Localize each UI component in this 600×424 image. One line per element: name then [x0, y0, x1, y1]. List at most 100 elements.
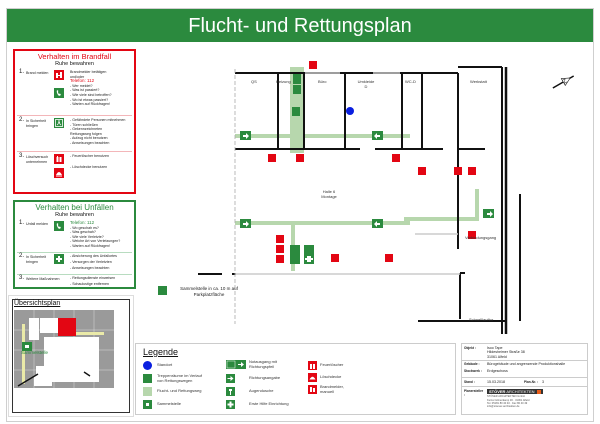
overview-map-panel: Übersichtsplan Sammelstelle — [8, 295, 134, 417]
divider — [17, 252, 132, 253]
plan-assembly-point-icon — [158, 286, 167, 295]
fire-extinguisher-icon — [54, 154, 64, 164]
legend-title: Legende — [143, 347, 179, 357]
step-line: - Wo geschah es? — [70, 225, 99, 230]
standort-icon — [143, 361, 152, 370]
step-line: - Löschdecke benutzen — [70, 164, 108, 169]
stockwerk-label: Stockwerk : — [464, 369, 482, 373]
step-label: In Sicherheit bringen — [26, 119, 46, 128]
escape-route-icon — [143, 387, 152, 396]
legend: Legende Standort Treppenräume im Verlauf… — [135, 343, 456, 415]
legend-notausgang: Notausgang mit Richtungspfeil — [249, 359, 278, 369]
legend-feuerloescher: Feuerlöscher — [320, 362, 344, 367]
step-line: - Wer meldet? — [70, 83, 93, 88]
step-line: - Was ist passiert? — [70, 88, 100, 93]
accident-behavior-panel: Verhalten bei Unfällen Ruhe bewahren 1. … — [13, 200, 136, 289]
objekt-line: Hildesheimer Straße 38 — [487, 350, 525, 355]
fire-extinguisher-signs — [268, 61, 476, 263]
room-label-qs: QS — [251, 79, 257, 84]
fire-step-2: 2. In Sicherheit bringen - Gefährdete Pe… — [17, 117, 132, 150]
first-aid-icon — [54, 254, 64, 264]
accident-step-3: 3. Weitere Maßnahmen - Rettungsdienste e… — [17, 275, 132, 288]
legend-fluchtweg: Flucht- und Rettungsweg — [157, 388, 202, 393]
legend-standort: Standort — [157, 362, 173, 367]
step-label: Weitere Maßnahmen — [26, 277, 60, 281]
step-line: und/oder — [70, 74, 85, 79]
step-line: - Wo ist etwas passiert? — [70, 97, 109, 102]
fire-behavior-panel: Verhalten im Brandfall Ruhe bewahren 1. … — [13, 49, 136, 194]
fire-panel-subtitle: Ruhe bewahren — [55, 61, 94, 67]
room-label-verbindungsgang: Verbindungsgang — [465, 235, 497, 240]
direction-arrow-icon — [226, 374, 235, 383]
logo-square — [536, 389, 541, 394]
step-line: - Versorgen der Verletzten — [70, 260, 112, 265]
gebaeude-value: Bürogebäude und angrenzende Produktionsh… — [487, 362, 566, 366]
room-label-halle: Halle 6 Montage — [321, 189, 337, 199]
architect-logo: STÖVER ARCHITEKTEN — [487, 389, 543, 394]
step-line: - Aufzug nicht benutzen — [70, 136, 108, 141]
step-number: 2. — [19, 117, 25, 123]
room-label-schnelllauftor: Schnelllauftor — [469, 317, 494, 322]
eye-shower-icon — [226, 387, 235, 396]
first-aid-icon — [226, 400, 235, 409]
step-line: - Wie viele Verletzte? — [70, 234, 104, 239]
emergency-exit-icon — [54, 118, 64, 128]
step-label: In Sicherheit bringen — [26, 255, 46, 264]
divider — [17, 274, 132, 275]
step-number: 2. — [19, 253, 25, 259]
plan-nr-label: Plan-Nr. : — [524, 380, 538, 384]
plan-nr-value: 3 — [542, 380, 544, 384]
legend-brandmelder: Brandmelder, manuell — [320, 384, 344, 394]
objekt-label: Objekt : — [464, 346, 476, 350]
room-label-buero: Büro — [318, 79, 327, 84]
accident-panel-title: Verhalten bei Unfällen — [35, 203, 114, 212]
emergency-number: Telefon: 112 — [70, 78, 95, 84]
step-line: - Rettungsdienste einweisen — [70, 276, 116, 280]
architect-line: info@stoever-architekten.de — [487, 405, 520, 409]
step-line: Brandmelder betätigen — [70, 70, 107, 74]
legend-loeschdecke: Löschdecke — [320, 374, 342, 379]
step-label: Unfall melden — [26, 222, 48, 226]
legend-sammelstelle: Sammelstelle — [157, 401, 182, 406]
step-line: Rettungsweg folgen — [70, 131, 102, 136]
room-label-heizung: Heizung — [276, 79, 291, 84]
fire-blanket-icon — [308, 373, 317, 382]
accident-step-2: 2. In Sicherheit bringen - Absicherung d… — [17, 253, 132, 274]
architect-line: Tel. 05181 80 40 40 · Fax 80 40 49 — [487, 401, 528, 405]
fire-alarm-icon — [54, 70, 64, 80]
svg-text:Z: Z — [562, 78, 568, 85]
fire-step-3: 3. Löschversuch unternehmen - Feuerlösch… — [17, 153, 132, 190]
north-arrow-icon: Z — [552, 75, 575, 89]
step-line: - Warten auf Rückfragen! — [70, 243, 111, 248]
overview-map: Übersichtsplan Sammelstelle — [12, 299, 130, 413]
step-line: - Feuerlöscher benutzen — [70, 154, 109, 158]
step-line: - Warten auf Rückfragen! — [70, 102, 111, 107]
step-line: - Anweisungen beachten — [70, 266, 110, 271]
step-label: Brand melden — [26, 71, 49, 75]
divider — [17, 151, 132, 152]
fire-blanket-icon — [54, 167, 64, 178]
step-line: - Gekennzeichneten — [70, 127, 103, 132]
floor-plan: Z QS Hei — [140, 49, 588, 334]
escape-routes — [235, 67, 479, 271]
page-title: Flucht- und Rettungsplan — [7, 9, 593, 42]
fire-panel-title: Verhalten im Brandfall — [37, 52, 112, 61]
stand-label: Stand : — [464, 380, 475, 384]
legend-richtung: Richtungsangabe — [249, 375, 281, 380]
step-line: - Anweisungen beachten — [70, 140, 110, 145]
telephone-icon — [54, 221, 64, 231]
step-line: - Welche Art von Verletzungen? — [70, 239, 121, 244]
architect-brand-suffix: ARCHITEKTEN — [506, 389, 535, 394]
assembly-point-note: Sammelstelle in ca. 10 m auf Parkplatzfl… — [180, 286, 238, 297]
legend-erste-hilfe: Erste Hilfe Einrichtung — [249, 401, 289, 406]
stockwerk-value: Erdgeschoss — [487, 369, 508, 373]
stand-value: 15.03.2018 — [487, 380, 505, 384]
objekt-line: Isoo Tape — [487, 346, 503, 350]
north-arrow-icon — [17, 373, 39, 387]
architect-brand: STÖVER — [489, 389, 506, 394]
objekt-line: 31061 Alfeld — [487, 354, 507, 359]
planersteller-label: Planersteller : — [464, 389, 484, 398]
stairwell-icon — [143, 374, 152, 383]
emergency-number: Telefon: 112 — [70, 220, 95, 225]
step-line: - Türen schließen — [70, 122, 98, 127]
